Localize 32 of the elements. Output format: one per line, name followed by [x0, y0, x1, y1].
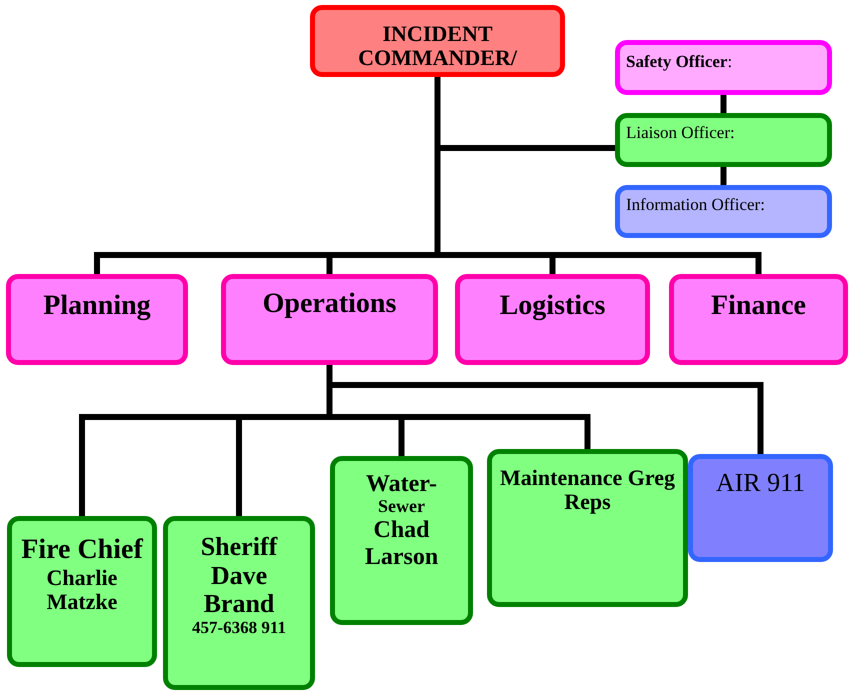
org-box	[6, 274, 188, 365]
box-label: INCIDENT COMMANDER/	[357, 22, 518, 70]
box-label: Finance	[711, 291, 806, 322]
box-label: Fire Chief	[21, 535, 143, 566]
org-box	[163, 516, 315, 690]
box-label: Logistics	[500, 291, 606, 322]
connector-line	[720, 167, 726, 185]
box-label: Operations	[262, 289, 396, 320]
box-label: Information Officer:	[626, 196, 765, 215]
box-label: Liaison Officer:	[626, 124, 735, 143]
org-box	[487, 449, 688, 607]
org-box	[7, 516, 157, 667]
box-label: Chad Larson	[364, 517, 440, 570]
box-label: Water-	[366, 471, 438, 498]
org-box	[330, 456, 473, 625]
org-box	[615, 113, 832, 167]
box-label: Maintenance Greg Reps	[499, 466, 676, 514]
org-box	[615, 40, 832, 95]
box-label: Sewer	[378, 497, 425, 518]
box-label: Planning	[43, 291, 151, 322]
org-box	[615, 185, 832, 238]
org-box	[310, 5, 565, 77]
box-label: Sheriff Dave Brand	[200, 533, 278, 619]
org-box	[669, 274, 848, 365]
org-box	[221, 274, 438, 365]
org-box	[455, 274, 650, 365]
org-box	[688, 454, 833, 562]
connector-line	[720, 95, 726, 113]
box-label: AIR 911	[716, 469, 806, 498]
box-label: 457-6368 911	[192, 618, 286, 638]
box-label: Charlie Matzke	[46, 566, 118, 614]
box-label: Safety Officer:	[626, 53, 732, 72]
